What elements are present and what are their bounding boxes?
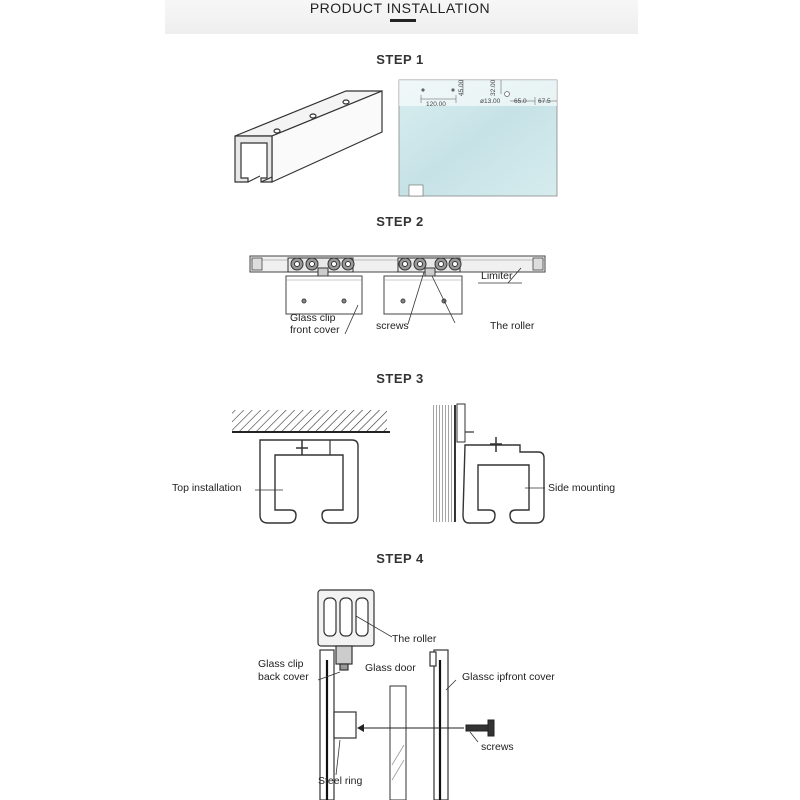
step3-wall: [433, 403, 466, 522]
dim-vertical-32: 32.00: [490, 79, 497, 96]
step3-ceiling: [232, 410, 390, 433]
label-glass-door: Glass door: [365, 662, 416, 674]
step-3-label: STEP 3: [376, 371, 424, 386]
label-side-mounting: Side mounting: [548, 482, 616, 494]
label-screws-step2: screws: [376, 320, 409, 332]
dim-width-65: 65.0: [514, 98, 527, 105]
label-glass-front-cover: Glassc ipfront cover: [462, 671, 555, 683]
label-roller-step4: The roller: [392, 633, 437, 645]
step-1-label: STEP 1: [376, 52, 424, 67]
step4-roller-housing: [317, 589, 375, 671]
dim-edge-67: 67.5: [538, 98, 551, 105]
dim-hole-spacing: 120.00: [426, 101, 446, 108]
step4-glass-door: [389, 685, 407, 800]
dim-hole-diameter: ø13.00: [480, 98, 501, 105]
label-screws-step4: screws: [481, 741, 514, 753]
page-title: PRODUCT INSTALLATION: [309, 0, 491, 16]
title-underline: [390, 19, 416, 22]
step4-back-cover: [319, 649, 357, 800]
step2-glass-clips: [285, 275, 463, 315]
header-banner: [165, 0, 638, 34]
step2-roller-left: [287, 257, 355, 278]
step-2-label: STEP 2: [376, 214, 424, 229]
step2-leaders: [344, 267, 522, 335]
step1-glass-panel: [398, 79, 558, 197]
step4-front-cover: [429, 649, 449, 800]
label-glass-clip-back-cover: Glass clip back cover: [258, 658, 309, 683]
step3-side-profile: [462, 431, 545, 524]
label-steel-ring: Steel ring: [318, 775, 363, 787]
dim-top-offset: 45.00: [458, 79, 465, 96]
step4-screw: [465, 719, 495, 737]
label-limiter: Limiter: [481, 270, 513, 282]
label-roller-step2: The roller: [490, 320, 535, 332]
label-top-installation: Top installation: [172, 482, 242, 494]
step3-top-profile: [259, 439, 359, 524]
label-glass-clip-front-cover: Glass clip front cover: [290, 312, 340, 336]
step1-rail: [234, 90, 383, 183]
step4-leaders: [317, 615, 479, 776]
step-4-label: STEP 4: [376, 551, 424, 566]
step2-roller-right: [397, 257, 462, 278]
